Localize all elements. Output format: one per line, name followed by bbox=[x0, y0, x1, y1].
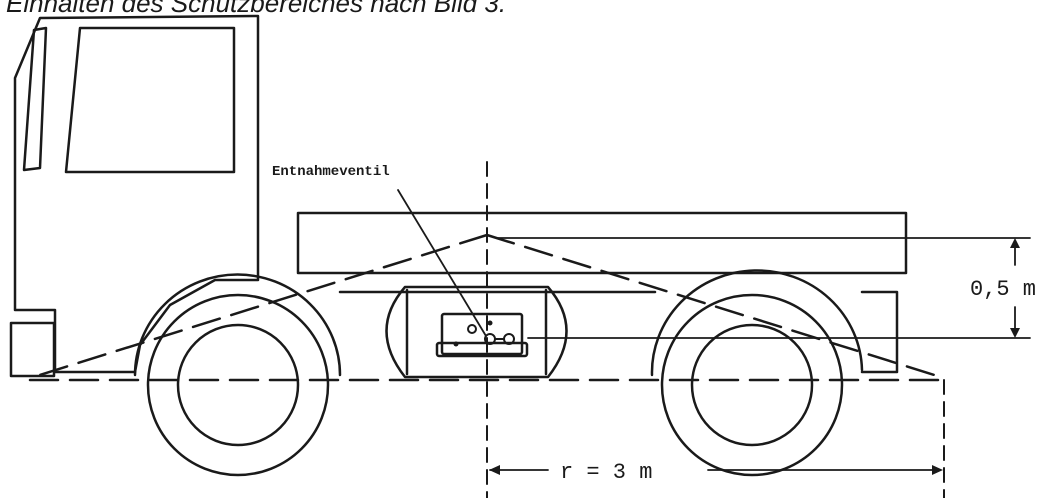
radius-label: r = 3 m bbox=[560, 460, 652, 485]
rear-wheel bbox=[650, 269, 864, 477]
protection-zone bbox=[28, 233, 946, 382]
valve-leader-line bbox=[397, 189, 487, 337]
cargo-body bbox=[296, 211, 908, 374]
height-label: 0,5 m bbox=[970, 277, 1036, 302]
cab-side-window bbox=[22, 26, 48, 172]
cab-door-window bbox=[64, 26, 236, 174]
front-wheel bbox=[133, 273, 342, 477]
gas-tank bbox=[385, 285, 568, 379]
height-dimension bbox=[496, 237, 1031, 339]
cab-step bbox=[9, 321, 56, 378]
truck-cab bbox=[9, 14, 260, 378]
valve-label: Entnahmeventil bbox=[272, 164, 390, 180]
extraction-valve bbox=[435, 312, 529, 358]
radius-dimension bbox=[489, 465, 943, 475]
diagram-heading: Einhalten des Schutzbereiches nach Bild … bbox=[6, 0, 507, 18]
